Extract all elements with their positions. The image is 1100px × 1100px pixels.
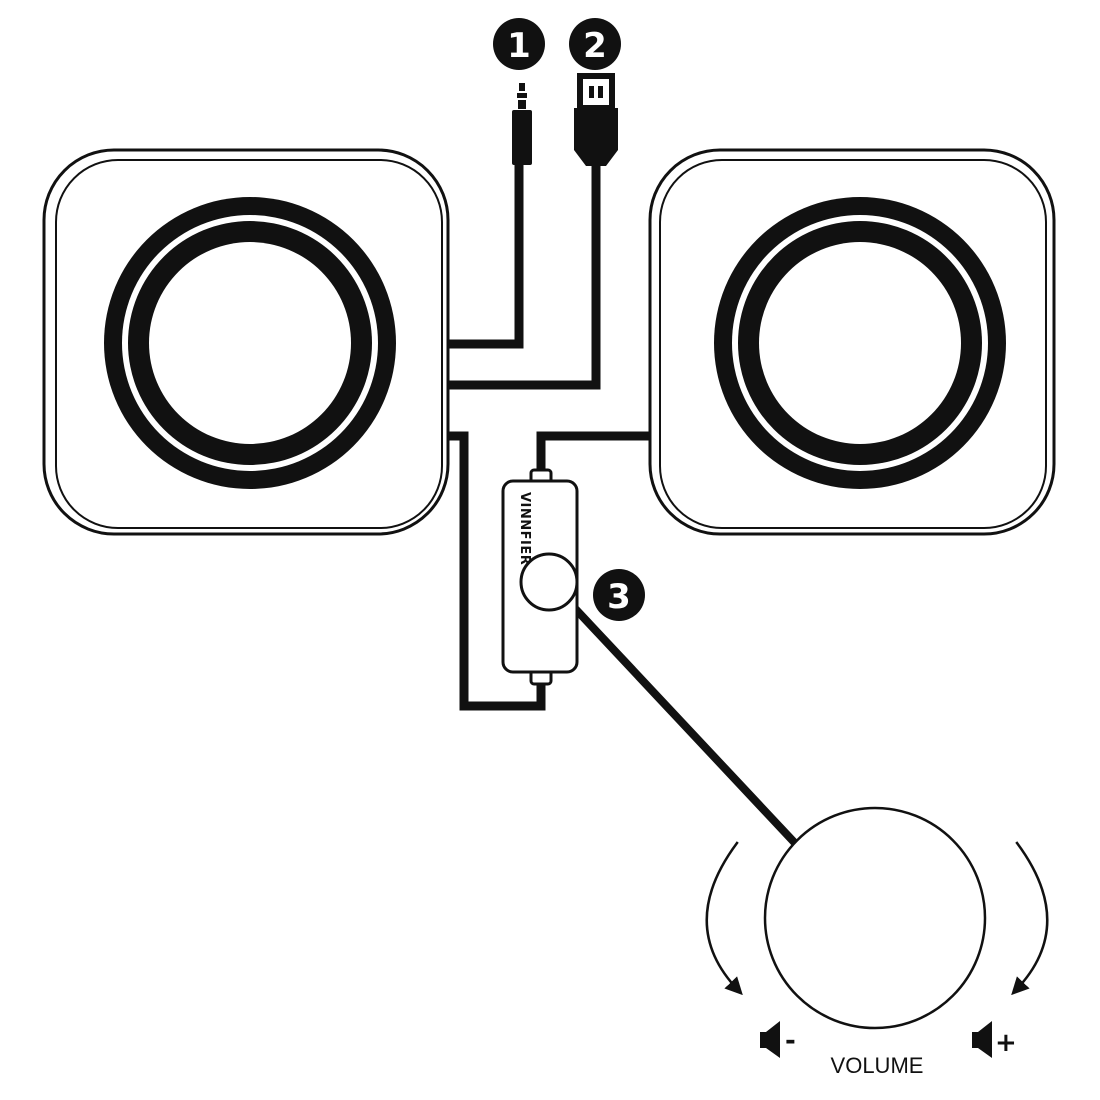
callout-label-2: 2 <box>583 26 607 66</box>
usb-plug-icon <box>574 73 618 166</box>
volume-label: VOLUME <box>831 1053 924 1078</box>
audio-jack-icon <box>512 83 532 165</box>
rotate-clockwise-arrow-icon <box>1011 841 1049 996</box>
audio-cable <box>447 160 524 349</box>
volume-knob[interactable] <box>763 806 987 1030</box>
volume-knob-detail <box>705 806 1049 1030</box>
controller-to-right-cable <box>536 431 659 478</box>
controller-knob[interactable] <box>519 552 579 612</box>
controller-brand-label: VINNFIER <box>517 492 532 565</box>
volume-up-sign: + <box>995 1028 1017 1058</box>
speaker-volume-up-icon: + <box>972 1021 1017 1058</box>
rotate-counterclockwise-arrow-icon <box>705 841 743 996</box>
left-speaker <box>42 148 450 536</box>
callout-badge-3: 3 <box>593 569 645 621</box>
inline-volume-controller: VINNFIER <box>501 468 579 686</box>
usb-cable <box>447 160 601 390</box>
callout-badge-1: 1 <box>493 18 545 70</box>
callout-label-3: 3 <box>607 577 631 617</box>
callout-label-1: 1 <box>507 26 531 66</box>
left-speaker-cone <box>149 242 351 444</box>
callout-badge-2: 2 <box>569 18 621 70</box>
right-speaker <box>648 148 1056 536</box>
left-to-controller-cable <box>447 431 546 711</box>
volume-down-sign: - <box>785 1026 796 1056</box>
right-speaker-cone <box>759 242 961 444</box>
speaker-volume-down-icon: - <box>760 1021 796 1058</box>
